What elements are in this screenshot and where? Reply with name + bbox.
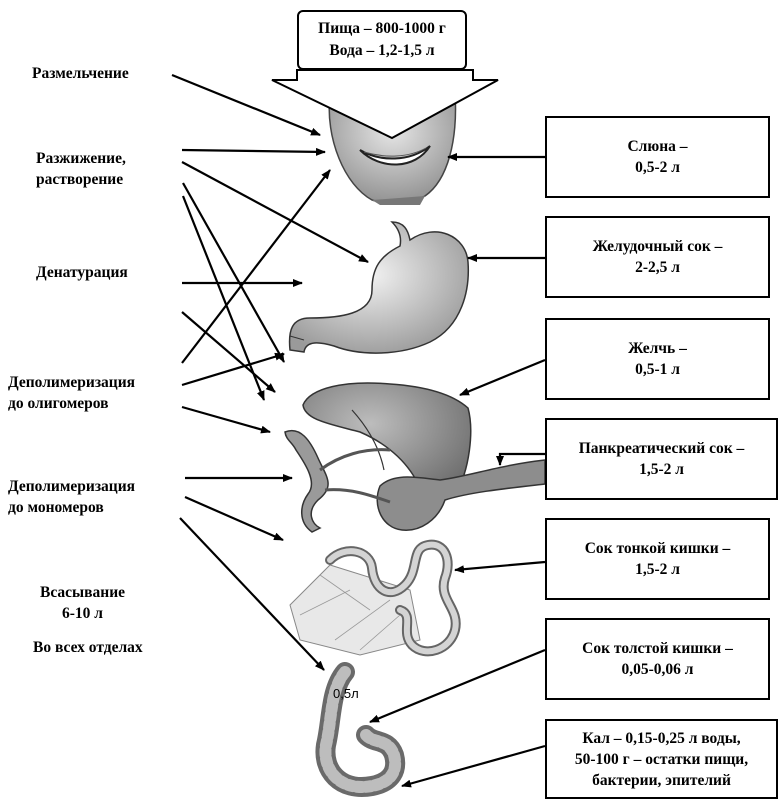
secretion-small-intestine-box: Сок тонкой кишки – 1,5-2 л: [545, 518, 770, 600]
colon-volume-label: 0,5л: [333, 686, 359, 701]
feces-box: Кал – 0,15-0,25 л воды, 50-100 г – остат…: [545, 719, 778, 799]
duodenum: [285, 431, 390, 532]
process-denaturation: Денатурация: [36, 262, 128, 283]
process-grinding: Размельчение: [32, 63, 129, 84]
intake-funnel: [272, 70, 498, 138]
stomach-organ: [290, 222, 469, 353]
small-intestine-organ: [290, 545, 456, 655]
process-absorption: Всасывание 6-10 л: [40, 582, 125, 624]
secretion-large-intestine-box: Сок толстой кишки – 0,05-0,06 л: [545, 618, 770, 700]
process-depolymerization-monomers: Деполимеризация до мономеров: [8, 476, 135, 518]
food-amount: Пища – 800-1000 г: [299, 18, 465, 40]
secretion-saliva-box: Слюна – 0,5-2 л: [545, 116, 770, 198]
process-all-sections: Во всех отделах: [33, 637, 143, 658]
secretion-bile-box: Желчь – 0,5-1 л: [545, 318, 770, 400]
secretion-pancreatic-box: Панкреатический сок – 1,5-2 л: [545, 418, 778, 500]
secretion-gastric-box: Желудочный сок – 2-2,5 л: [545, 216, 770, 298]
process-depolymerization-oligomers: Деполимеризация до олигомеров: [8, 372, 135, 414]
food-intake-box: Пища – 800-1000 г Вода – 1,2-1,5 л: [297, 10, 467, 70]
water-amount: Вода – 1,2-1,5 л: [299, 40, 465, 62]
process-dilution: Разжижение, растворение: [36, 148, 126, 190]
